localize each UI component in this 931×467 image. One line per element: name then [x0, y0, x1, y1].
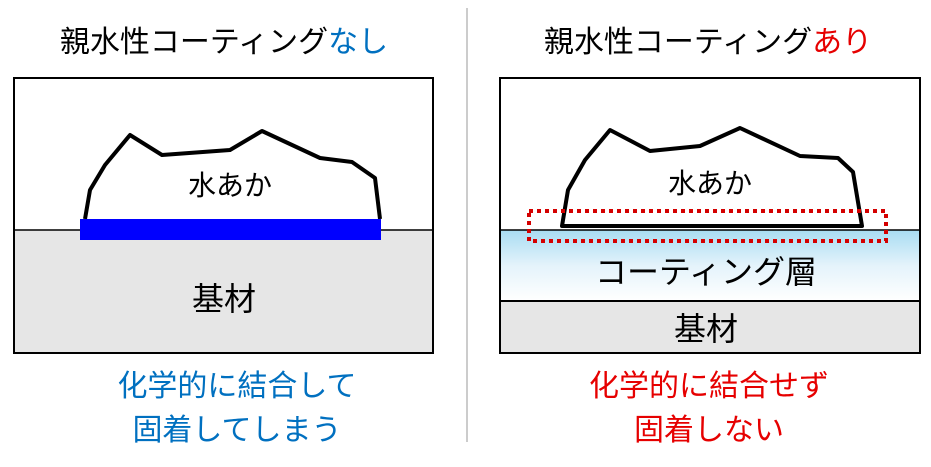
left-scale-label: 水あか: [188, 169, 272, 202]
left-substrate: [15, 230, 432, 352]
right-title: 親水性コーティングあり: [544, 25, 872, 60]
chemical-bond-layer: [80, 219, 381, 240]
right-substrate: [501, 301, 919, 352]
non-bonded-interface-highlight: [527, 209, 888, 243]
panel-without-coating: 親水性コーティングなし 基材 水あか 化学的に結合して 固着してしまう: [13, 25, 434, 448]
left-caption-line2: 固着してしまう: [132, 413, 341, 448]
right-water-scale: [560, 126, 864, 228]
right-title-main: 親水性コーティング: [544, 25, 812, 60]
left-title-main: 親水性コーティング: [60, 25, 328, 60]
left-title: 親水性コーティングなし: [60, 25, 388, 60]
left-caption-line1: 化学的に結合して: [117, 369, 356, 404]
right-scale-label: 水あか: [668, 167, 752, 200]
left-title-accent: なし: [328, 25, 388, 60]
right-caption-line1: 化学的に結合せず: [589, 369, 829, 404]
panel-with-coating: 親水性コーティングあり コーティング層 基材 水あか 化学的に結合せず 固着しな…: [499, 25, 921, 448]
left-substrate-label: 基材: [192, 280, 256, 318]
right-substrate-label: 基材: [674, 310, 738, 348]
right-title-accent: あり: [812, 25, 872, 60]
coating-layer-label: コーティング層: [595, 253, 817, 291]
right-caption-line2: 固着しない: [634, 413, 784, 448]
left-water-scale: [83, 129, 382, 220]
